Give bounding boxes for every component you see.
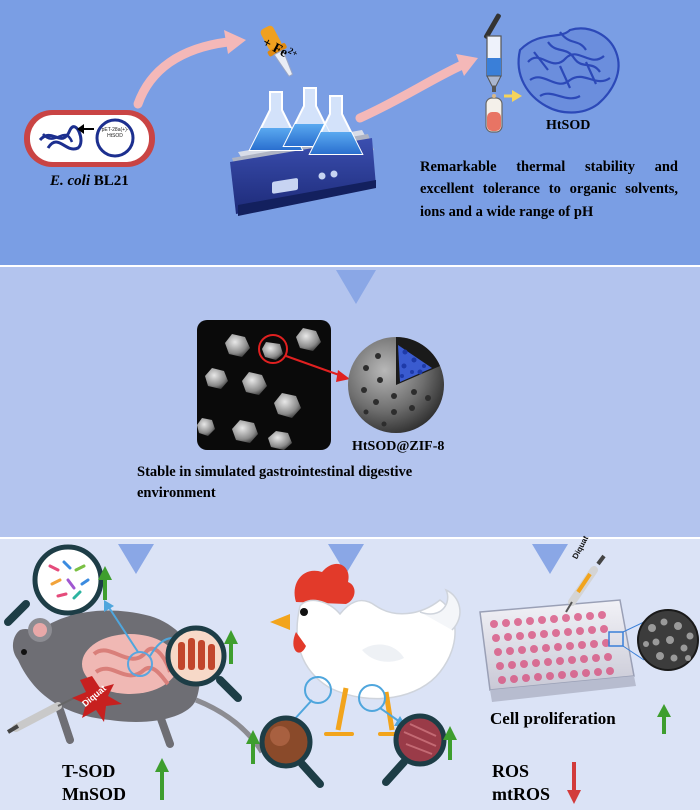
- ros-markers: ROS mtROS: [492, 760, 550, 805]
- marker-tsod: T-SOD: [62, 761, 116, 781]
- dropper-icon: [260, 25, 294, 77]
- stability-description: Remarkable thermal stability and excelle…: [420, 159, 678, 220]
- cell-proliferation-label: Cell proliferation: [490, 709, 616, 728]
- gi-stability-description: Stable in simulated gastrointestinal dig…: [137, 464, 413, 502]
- zif8-composite-label: HtSOD@ZIF-8: [352, 439, 445, 454]
- htsod-label: HtSOD: [546, 118, 591, 133]
- cell-culture-plate-icon: [479, 599, 645, 702]
- htsod-protein-structure-icon: [517, 27, 620, 114]
- intestinal-villi-magnifier-icon: [165, 625, 242, 702]
- down-arrow-1: [336, 270, 376, 304]
- plate-syringe-icon: [565, 554, 606, 613]
- down-arrow-chicken: [328, 544, 364, 574]
- diquat-burst-icon: [72, 676, 122, 722]
- gut-microbiota-magnifier-icon: [4, 544, 104, 626]
- chicken-icon: [270, 563, 461, 736]
- panel-2-background: [0, 266, 700, 538]
- ecoli-species: E. coli: [50, 173, 90, 189]
- liver-magnifier-icon: [259, 715, 324, 788]
- marker-mnsod: MnSOD: [62, 783, 127, 804]
- plasmid: [95, 118, 135, 158]
- purification-column-icon: [484, 13, 522, 133]
- ecoli-strain-label: E. coli BL21: [50, 172, 129, 191]
- flow-arrow-2: [355, 61, 465, 123]
- ecoli-strain: BL21: [93, 173, 129, 189]
- marker-mtros: mtROS: [492, 783, 550, 804]
- plate-wells: [490, 611, 614, 684]
- down-arrow-mouse: [118, 544, 154, 574]
- plasmid-label: pET-28a(+)-HtSOD: [101, 127, 129, 139]
- htsod-zif8-sphere-icon: [348, 337, 444, 433]
- mouse-syringe-icon: [6, 696, 77, 734]
- sem-micrograph: [197, 320, 331, 450]
- conical-flasks-icon: [248, 87, 364, 155]
- cell-micrograph-icon: [637, 609, 699, 671]
- zoom-arrow: [285, 355, 343, 377]
- flow-arrow-1: [133, 37, 233, 109]
- marker-ros: ROS: [492, 761, 530, 781]
- ecoli-cell: [24, 110, 155, 167]
- antioxidant-enzyme-markers: T-SOD MnSOD: [62, 760, 126, 805]
- down-arrow-cells: [532, 544, 568, 574]
